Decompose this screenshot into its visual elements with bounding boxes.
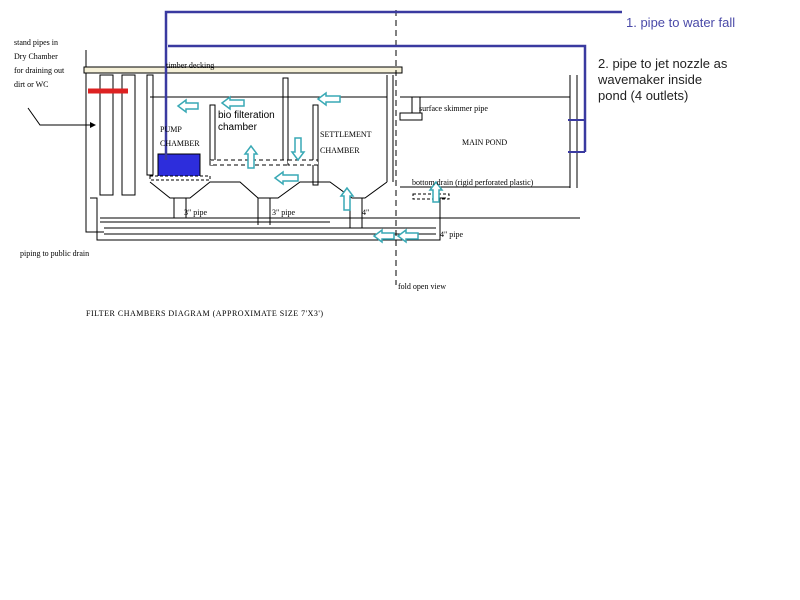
- stand-pipes-label: stand pipes in Dry Chamber for draining …: [14, 38, 64, 90]
- bio-filtration-line-2: chamber: [218, 122, 257, 133]
- flow-arrow-up-1: [243, 144, 259, 169]
- pump-chamber-line-2: CHAMBER: [160, 139, 200, 148]
- timber-decking-label: timber decking: [166, 61, 215, 70]
- jet-nozzle-outlets: [568, 119, 585, 153]
- stand-pipes-line-1: stand pipes in: [14, 38, 58, 47]
- settlement-chamber-label: SETTLEMENT CHAMBER: [320, 130, 372, 156]
- sump-outline: [90, 197, 446, 241]
- main-pond-label: MAIN POND: [462, 138, 508, 147]
- stand-pipe-left: [99, 74, 114, 196]
- divider-bio-1: [209, 104, 216, 166]
- diagram-caption: FILTER CHAMBERS DIAGRAM (APPROXIMATE SIZ…: [86, 309, 324, 318]
- bottom-drain-label: bottom drain (rigid perforated plastic): [412, 178, 534, 187]
- pipe-4in-label: 4" pipe: [440, 230, 464, 239]
- media-tray-settlement: [287, 159, 319, 166]
- timber-decking: [83, 66, 403, 74]
- waterfall-pipe-label: 1. pipe to water fall: [626, 15, 736, 30]
- flow-arrow-left-6: [396, 228, 419, 244]
- stand-pipe-right: [121, 74, 136, 196]
- flow-arrow-left-4: [273, 170, 299, 186]
- flow-arrow-up-3: [428, 180, 444, 203]
- hopper-outlet-pipes: [173, 198, 363, 228]
- jet-nozzle-line-1: 2. pipe to jet nozzle as: [598, 56, 728, 71]
- divider-settlement: [312, 104, 319, 186]
- flow-arrows: [176, 91, 444, 244]
- flow-arrow-left-2: [220, 95, 245, 111]
- pipe-3in-label-a: 3" pipe: [184, 208, 208, 217]
- bottom-drain-grate: [412, 193, 450, 200]
- pump-chamber-line-1: PUMP: [160, 125, 182, 134]
- flow-arrow-up-2: [339, 186, 355, 211]
- jet-nozzle-pipe-label: 2. pipe to jet nozzle as wavemaker insid…: [598, 56, 727, 104]
- stand-pipes-line-4: dirt or WC: [14, 80, 49, 89]
- dry-chamber-wall: [85, 50, 104, 233]
- flow-arrow-left-3: [316, 91, 341, 107]
- flow-arrow-left-5: [372, 228, 395, 244]
- pipe-to-waterfall: [164, 10, 622, 160]
- surface-skimmer-label: surface skimmer pipe: [419, 104, 488, 113]
- settlement-line-1: SETTLEMENT: [320, 130, 372, 139]
- bio-filtration-line-1: bio filteration: [218, 110, 275, 121]
- skimmer-riser: [411, 96, 421, 114]
- jet-nozzle-line-2: wavemaker inside: [598, 72, 703, 87]
- pump-chamber-wall: [146, 74, 154, 176]
- pump-chamber-label: PUMP CHAMBER: [160, 125, 200, 149]
- bio-filtration-label: bio filteration chamber: [218, 110, 275, 134]
- pump: [157, 153, 201, 179]
- connecting-pipe-3in: [100, 217, 330, 223]
- stand-pipes-line-3: for draining out: [14, 66, 65, 75]
- settlement-line-2: CHAMBER: [320, 146, 360, 155]
- stand-pipes-pointer: [27, 107, 96, 128]
- jet-nozzle-line-3: pond (4 outlets): [598, 88, 689, 103]
- media-tray-pump: [149, 175, 211, 181]
- pipe-to-jet-nozzle: [168, 44, 587, 152]
- pipe-4in-short-label: 4": [362, 208, 370, 217]
- public-drain-label: piping to public drain: [20, 249, 90, 258]
- fold-open-label: fold open view: [398, 282, 446, 291]
- flow-arrow-left-1: [176, 98, 199, 114]
- divider-bio-2: [282, 77, 289, 165]
- pond-right-wall: [569, 75, 578, 188]
- flow-arrow-down-1: [290, 137, 306, 162]
- pipe-3in-label-b: 3" pipe: [272, 208, 296, 217]
- surface-skimmer: [399, 112, 423, 121]
- hopper-floors: [149, 181, 388, 199]
- stand-pipes-line-2: Dry Chamber: [14, 52, 58, 61]
